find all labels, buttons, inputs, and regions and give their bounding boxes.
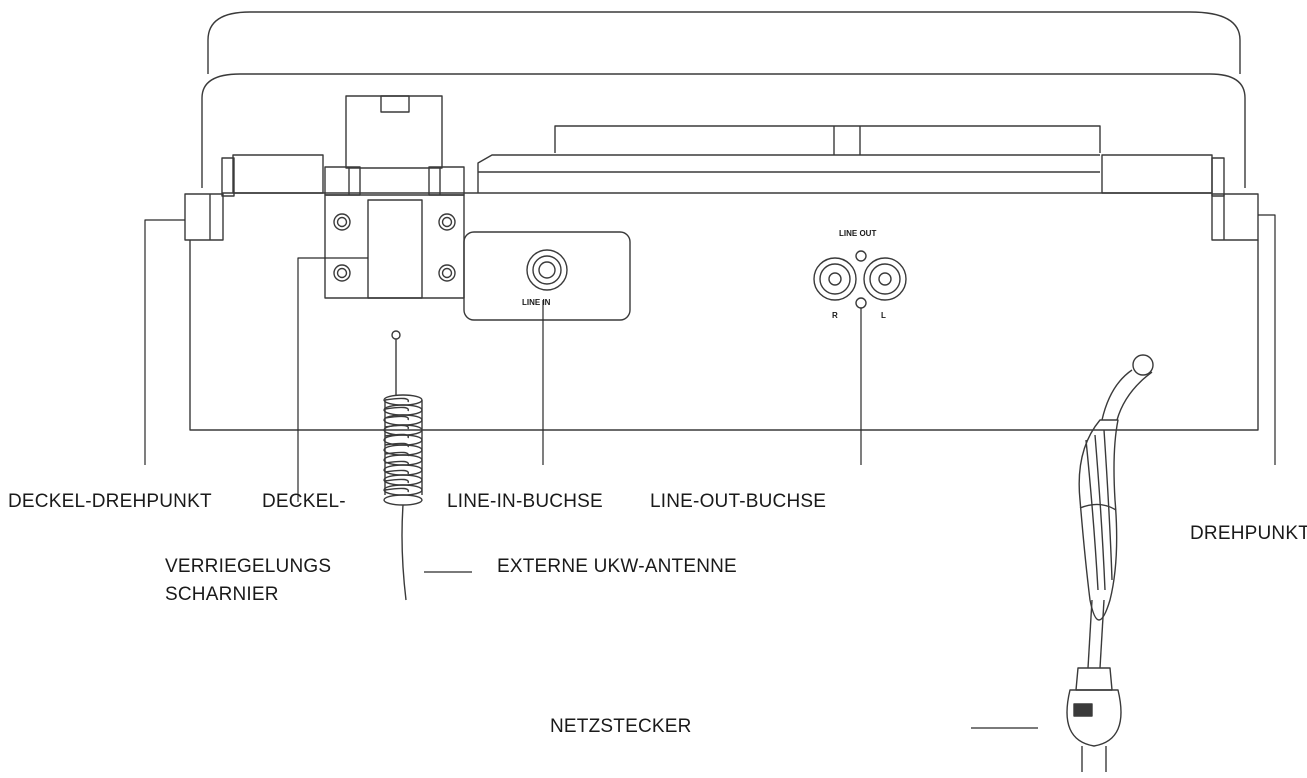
platter [477,125,1101,193]
label-netzstecker: NETZSTECKER [550,716,692,737]
fm-antenna [383,330,423,601]
label-scharnier: SCHARNIER [165,584,279,605]
label-drehpunkt: DREHPUNKT [1190,523,1307,544]
lid-hinge-right [1101,154,1259,241]
line-out-text: LINE OUT [839,229,876,238]
label-deckel-drehpunkt: DECKEL-DREHPUNKT [8,491,212,512]
label-line-in-buchse: LINE-IN-BUCHSE [447,491,603,512]
leader-deckel-drehpunkt [144,219,185,465]
leader-drehpunkt [1258,214,1276,465]
line-in-panel [463,231,631,321]
cabinet [189,192,1259,431]
left-channel-text: L [881,311,886,320]
label-verriegelungs: VERRIEGELUNGS [165,556,332,577]
label-deckel: DECKEL- [262,491,346,512]
power-cord [1066,354,1154,772]
leader-verriegelung [297,257,368,502]
leader-lines [144,214,1276,729]
lid-hinge-left [184,154,324,241]
right-channel-text: R [832,311,838,320]
line-out-panel [813,250,907,309]
label-externe-ukw-antenne: EXTERNE UKW-ANTENNE [497,556,737,577]
line-in-text: LINE IN [522,298,551,307]
lid [201,11,1246,188]
lock-hinge [324,95,465,299]
label-line-out-buchse: LINE-OUT-BUCHSE [650,491,827,512]
